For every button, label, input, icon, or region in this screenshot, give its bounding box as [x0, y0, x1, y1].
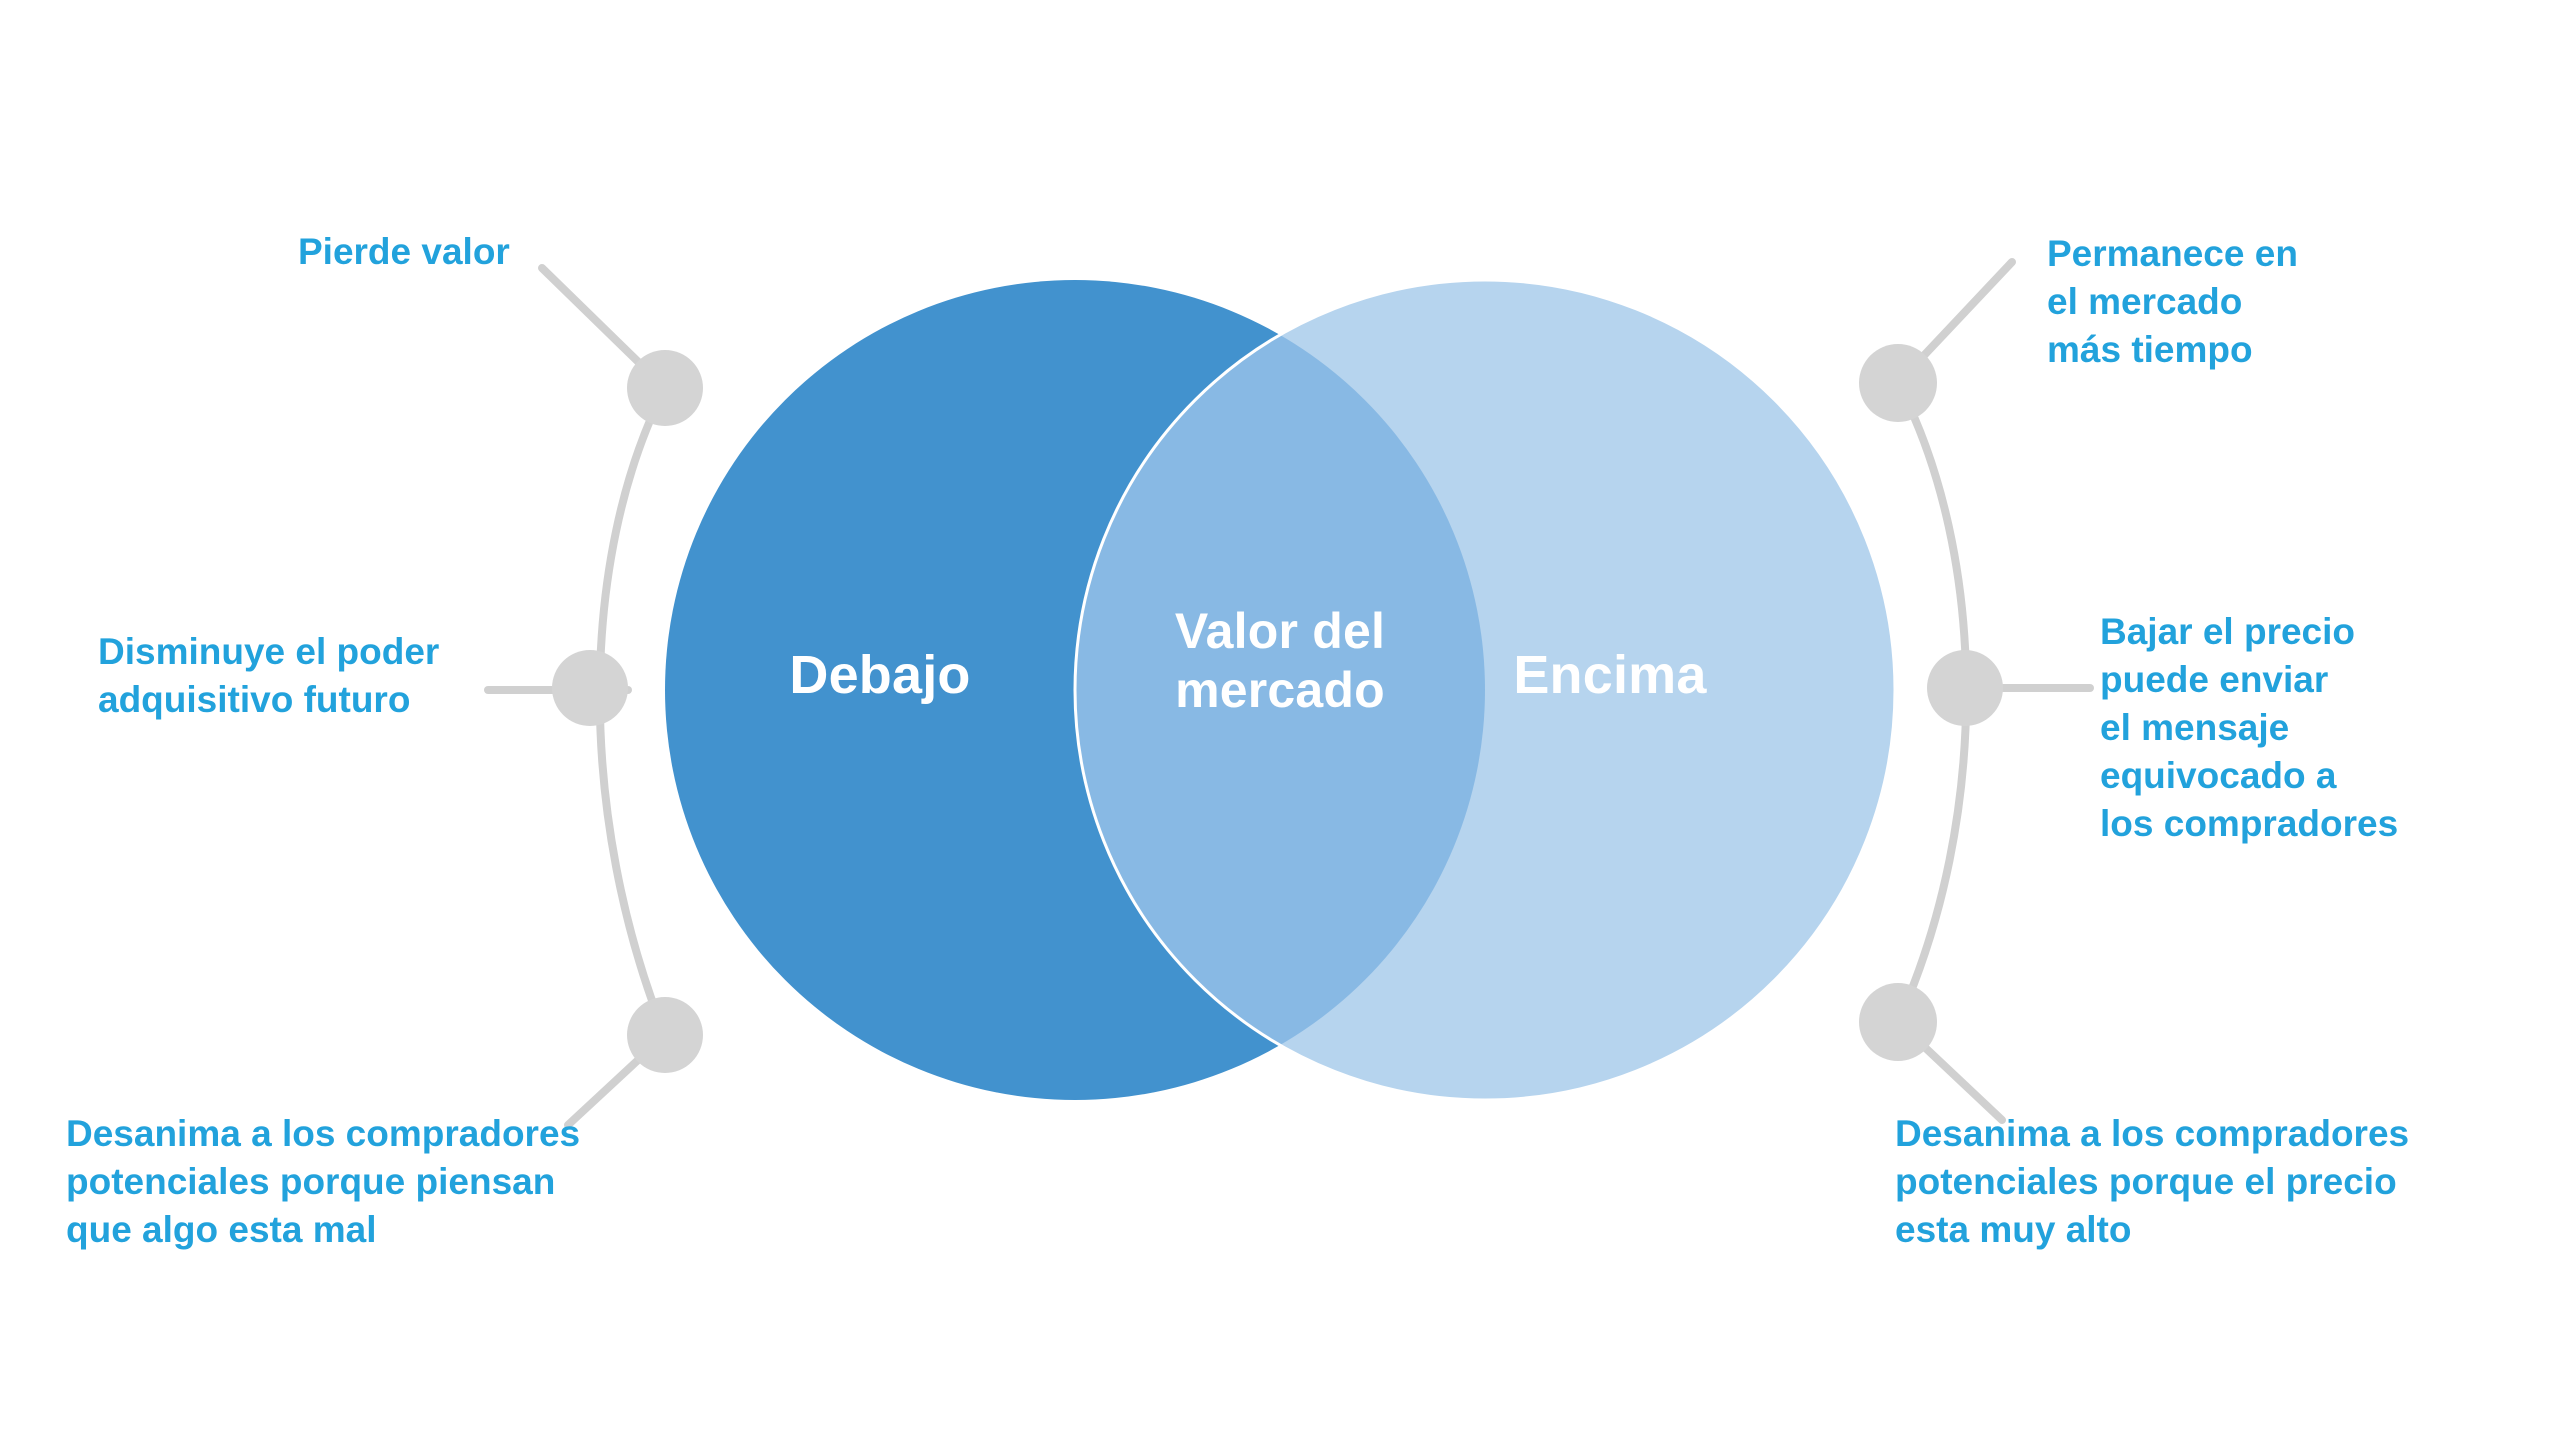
callout-text-top-left: Pierde valor: [298, 231, 510, 272]
callout-text-top-right: Permanece en el mercado más tiempo: [2047, 233, 2298, 371]
connector-nodes: [552, 344, 2003, 1073]
callout-text-middle-right: Bajar el precio puede enviar el mensaje …: [2100, 611, 2399, 845]
callout-text-middle-left: Disminuye el poder adquisitivo futuro: [98, 631, 440, 721]
connector-node-middle-left[interactable]: [552, 650, 628, 726]
connector-node-bottom-right[interactable]: [1859, 983, 1937, 1061]
venn-circles: [665, 278, 1897, 1102]
connector-node-bottom-left[interactable]: [627, 997, 703, 1073]
connector-node-top-right[interactable]: [1859, 344, 1937, 422]
connector-node-middle-right[interactable]: [1927, 650, 2003, 726]
venn-overlap-region[interactable]: [1075, 280, 1895, 1100]
connector-node-top-left[interactable]: [627, 350, 703, 426]
venn-circle-right-outline: [1073, 278, 1897, 1102]
callout-text-bottom-right: Desanima a los compradores potenciales p…: [1895, 1113, 2410, 1251]
callout-text-bottom-left: Desanima a los compradores potenciales p…: [66, 1113, 581, 1251]
